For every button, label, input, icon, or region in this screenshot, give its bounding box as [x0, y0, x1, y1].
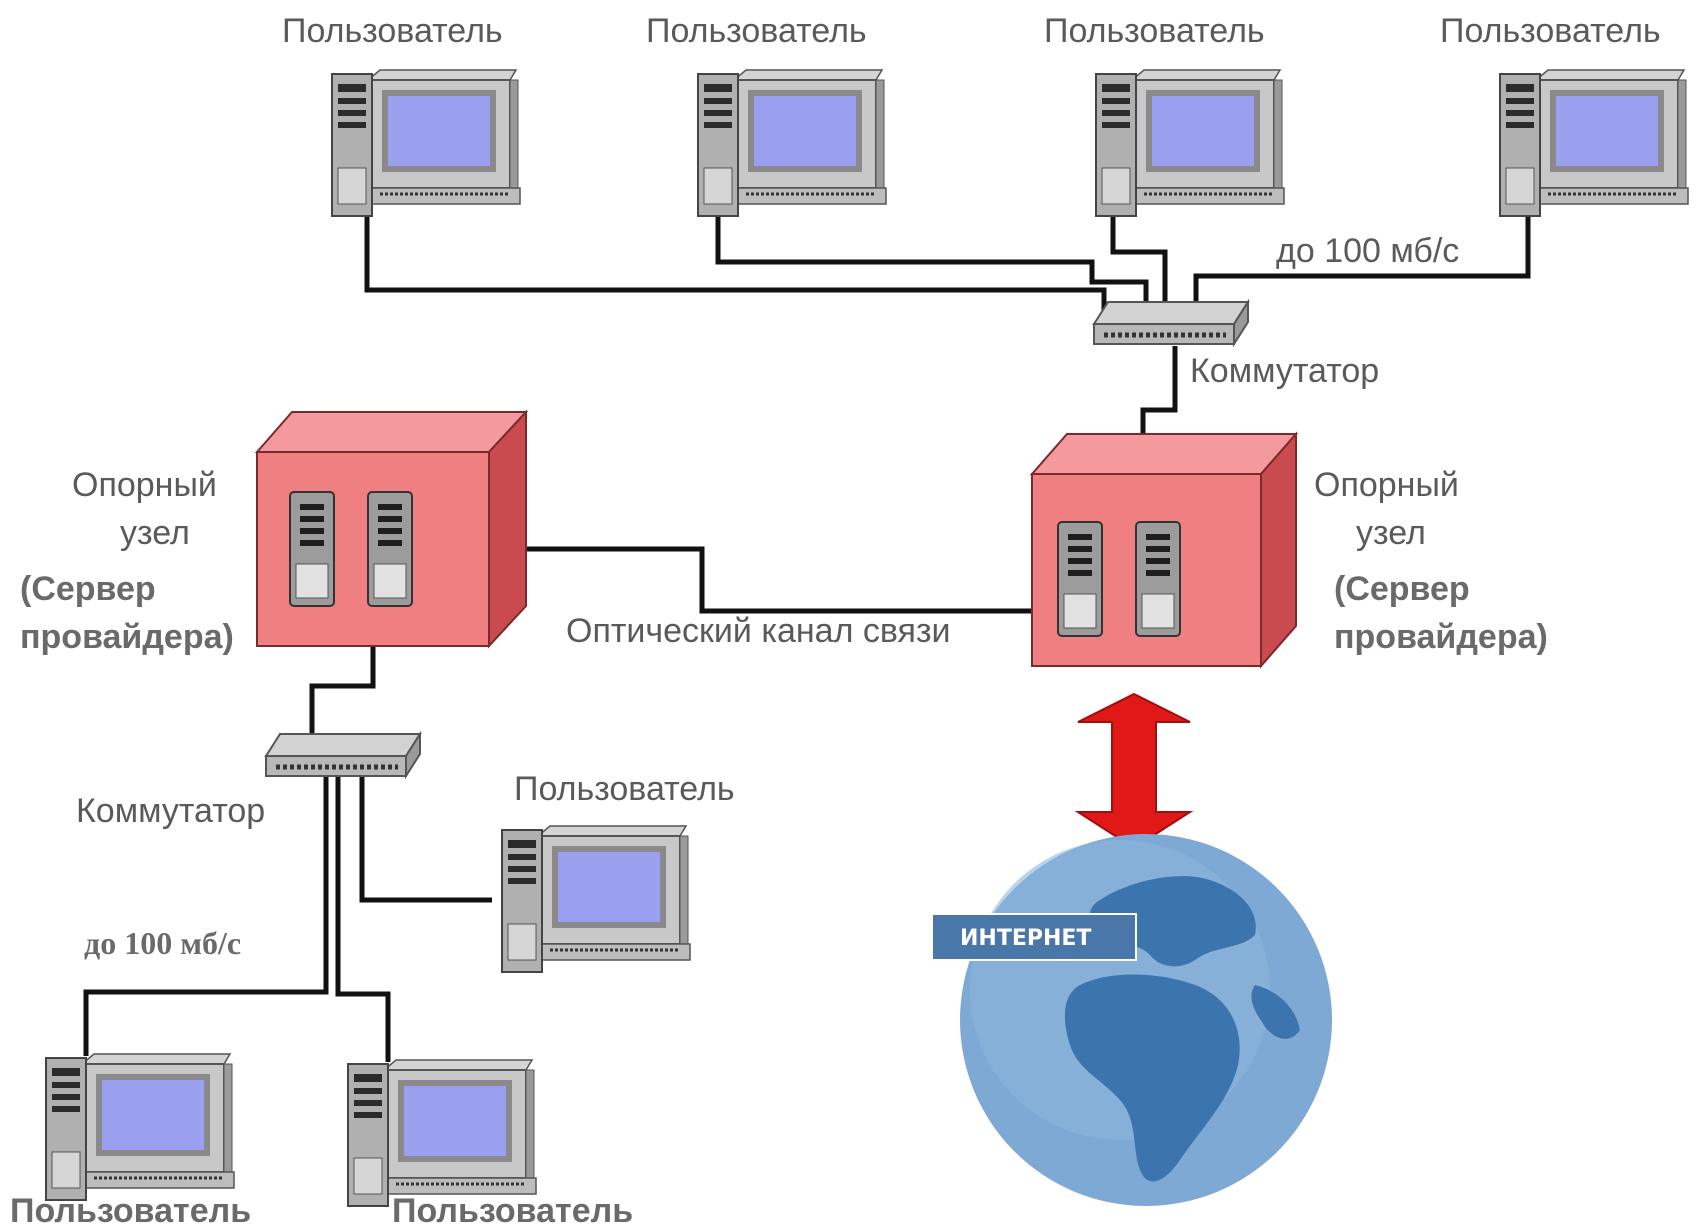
- wire-bottom-user-1: [83, 776, 329, 1056]
- wire-switch-node-right: [1140, 346, 1178, 452]
- node-label-left-2: узел: [120, 514, 190, 552]
- switch-icon: [266, 734, 420, 776]
- wires: [83, 212, 1531, 1062]
- internet-label: ИНТЕРНЕТ: [960, 926, 1091, 951]
- user-label: Пользователь: [514, 770, 735, 808]
- wire-user-3: [1110, 212, 1168, 306]
- computer-icon: [500, 824, 692, 974]
- server-label-left-2: провайдера): [20, 618, 234, 656]
- user-label-bottom-1: Пользователь: [10, 1192, 251, 1230]
- internet-badge: [931, 913, 1137, 961]
- node-left: [254, 409, 529, 649]
- computer-icon: [696, 68, 888, 218]
- globe-icon: ИНТЕРНЕТ: [931, 834, 1332, 1206]
- switch-top: Коммутатор: [1094, 302, 1379, 390]
- wire-optical: [488, 546, 1032, 614]
- server-icon: [289, 491, 335, 607]
- double-arrow-icon: [1074, 692, 1194, 850]
- top-users: Пользователь Пользователь Пользователь П…: [282, 12, 1690, 218]
- computer-icon: [346, 1058, 538, 1208]
- computer-icon: [1094, 68, 1286, 218]
- switch-label: Коммутатор: [1190, 352, 1379, 390]
- computer-icon: [330, 68, 522, 218]
- computer-icon: [44, 1052, 236, 1202]
- node-label-right-1: Опорный: [1314, 466, 1459, 504]
- server-label-right-2: провайдера): [1334, 618, 1548, 656]
- server-icon: [367, 491, 413, 607]
- wire-user-1: [364, 212, 1107, 314]
- optical-channel-label: Оптический канал связи: [566, 612, 951, 650]
- user-label: Пользователь: [282, 12, 503, 50]
- server-label-right-1: (Сервер: [1334, 570, 1470, 608]
- switch-label: Коммутатор: [76, 792, 265, 830]
- wire-bottom-user-2: [335, 776, 391, 1062]
- server-label-left-1: (Сервер: [20, 570, 156, 608]
- user-label-bottom-2: Пользователь: [392, 1192, 633, 1230]
- server-icon: [1057, 521, 1103, 637]
- node-label-right-2: узел: [1356, 514, 1426, 552]
- speed-label-bottom: до 100 мб/с: [84, 925, 241, 961]
- node-right: [1029, 431, 1299, 669]
- wire-node-left-switch: [309, 646, 376, 736]
- wire-user-4: [1193, 212, 1531, 302]
- user-label: Пользователь: [1440, 12, 1661, 50]
- server-icon: [1135, 521, 1181, 637]
- user-label: Пользователь: [646, 12, 867, 50]
- switch-bottom: Коммутатор: [76, 734, 420, 830]
- speed-label-top: до 100 мб/с: [1276, 232, 1459, 270]
- wire-bottom-user-right: [359, 776, 492, 903]
- computer-icon: [1498, 68, 1690, 218]
- switch-icon: [1094, 302, 1248, 344]
- user-label: Пользователь: [1044, 12, 1265, 50]
- wire-user-2: [715, 212, 1149, 310]
- node-label-left-1: Опорный: [72, 466, 217, 504]
